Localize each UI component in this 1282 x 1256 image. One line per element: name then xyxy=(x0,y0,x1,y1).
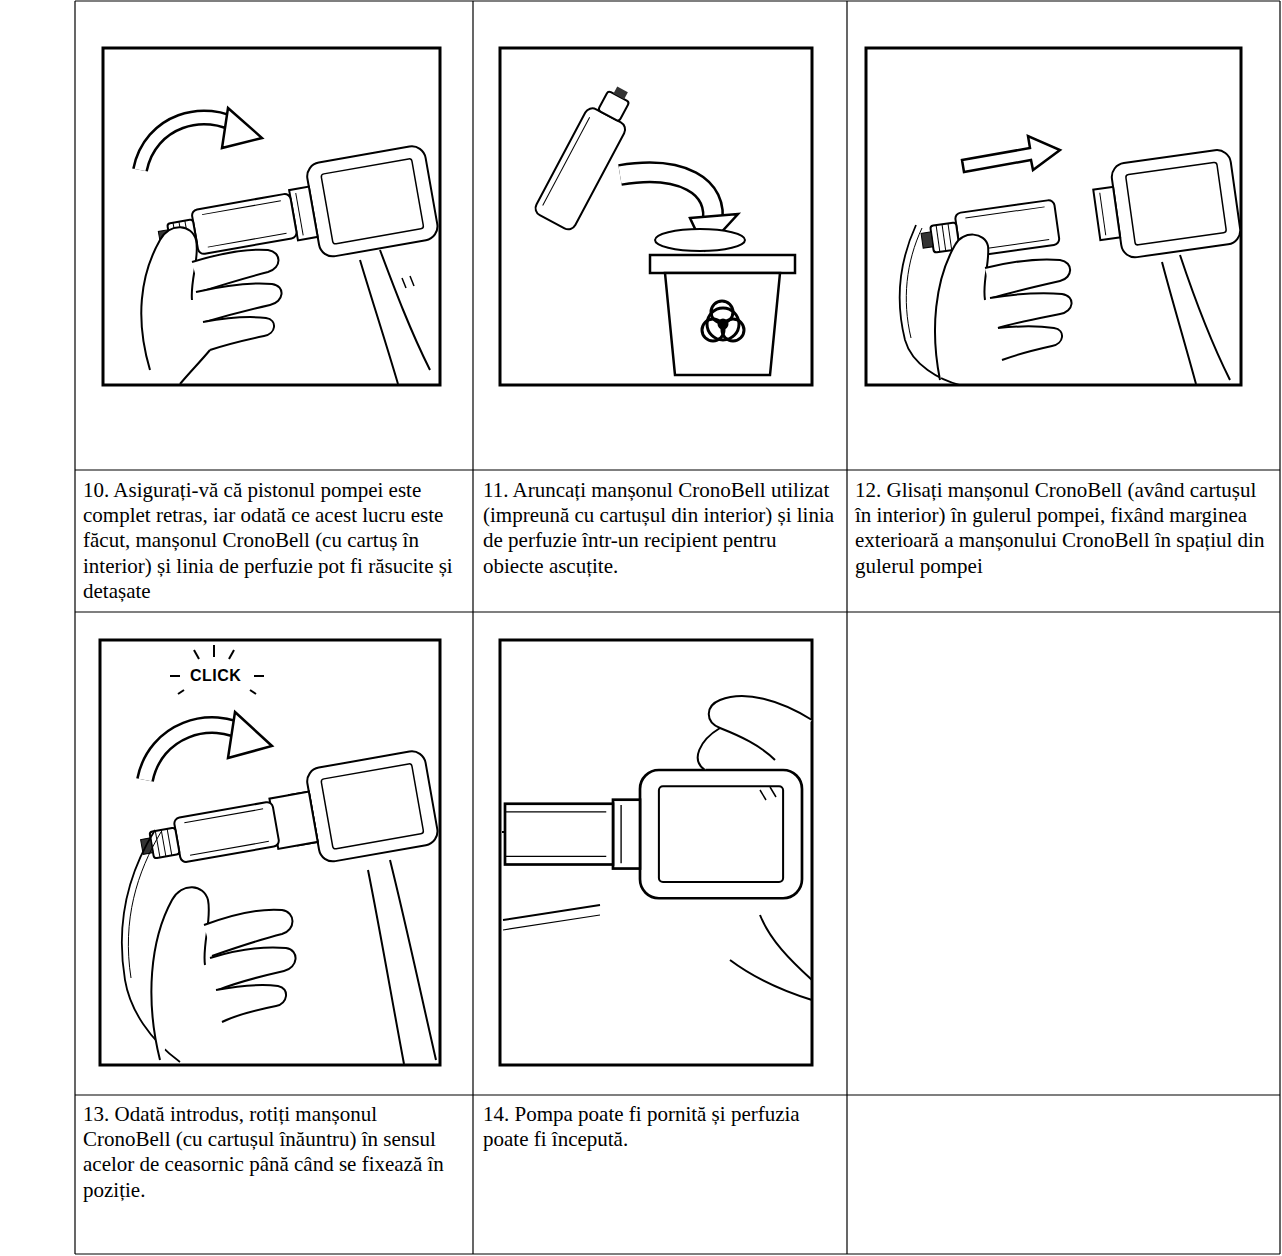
sound-cue: CLICK xyxy=(190,667,241,685)
detach-illustration xyxy=(140,108,440,384)
click-sparkle xyxy=(170,645,264,694)
step-caption: 11. Aruncați manșonul CronoBell utilizat… xyxy=(483,478,838,579)
discard-illustration xyxy=(533,79,795,375)
biohazard-symbol xyxy=(702,301,744,341)
step-caption: 12. Glisați manșonul CronoBell (având ca… xyxy=(855,478,1270,579)
step-caption: 13. Odată introdus, rotiți manșonul Cron… xyxy=(83,1102,468,1203)
step-caption: 10. Asigurați-vă că pistonul pompei este… xyxy=(83,478,468,604)
lock-illustration xyxy=(122,645,440,1064)
start-illustration xyxy=(502,696,812,1000)
step-caption: 14. Pompa poate fi pornită și perfuzia p… xyxy=(483,1102,838,1152)
insert-illustration xyxy=(900,136,1242,385)
table-grid xyxy=(75,1,1280,1254)
